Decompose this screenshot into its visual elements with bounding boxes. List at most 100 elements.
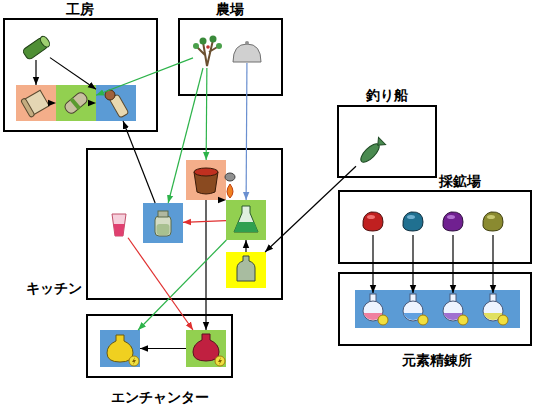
dome-knob <box>245 41 249 45</box>
potion-liquid <box>484 313 503 320</box>
box-title: 工房 <box>66 2 94 16</box>
enchanter-box: エンチャンター <box>86 314 233 378</box>
potion-node <box>479 293 507 325</box>
badge-disc <box>129 356 139 366</box>
farm-box: 農場 <box>178 18 283 96</box>
potion-node <box>439 293 467 325</box>
glass-body <box>112 214 126 236</box>
ore-lump <box>483 212 503 231</box>
connector-arrow <box>452 235 453 293</box>
orb-scroll-illustration <box>105 90 129 118</box>
scroll-illustration <box>63 90 90 115</box>
refinery-box: 元素精錬所 <box>338 272 532 346</box>
box-title: 採鉱場 <box>439 174 481 188</box>
stone-symbol <box>225 173 235 181</box>
herb-leaf <box>200 38 207 45</box>
ore-shine <box>447 215 455 219</box>
connector-arrow <box>206 68 208 160</box>
item-square <box>226 252 266 288</box>
connector-arrow <box>412 235 413 293</box>
dome-node <box>232 41 262 63</box>
badge-disc <box>458 315 468 325</box>
badge-disc <box>498 315 508 325</box>
potion-bulb <box>363 301 383 321</box>
connector-arrow <box>183 221 226 223</box>
parchment-roll <box>21 98 35 118</box>
connector-arrow <box>140 348 186 349</box>
item-band <box>355 290 520 328</box>
ore-illustration <box>483 212 503 231</box>
jar-illustration <box>155 211 171 236</box>
potion-illustration <box>363 294 388 325</box>
herb-leaf <box>216 43 222 49</box>
flame-symbol <box>227 184 233 198</box>
connector-arrow <box>35 60 36 85</box>
flask-body <box>234 206 258 232</box>
workshop-box: 工房 <box>3 18 158 132</box>
item-square <box>56 85 96 121</box>
potion-bulb <box>483 301 503 321</box>
box-title: 元素精錬所 <box>402 353 472 367</box>
item-square <box>16 85 56 121</box>
log-illustration <box>22 35 51 61</box>
connector-arrow <box>138 240 226 330</box>
fish-illustration <box>358 137 386 165</box>
ore-lump <box>363 212 383 231</box>
pot-body <box>194 172 218 194</box>
herb-leaf <box>210 36 217 43</box>
potion-illustration <box>403 294 428 325</box>
potion-neck <box>450 294 456 302</box>
badge-disc <box>378 315 388 325</box>
potion-liquid <box>444 313 463 320</box>
box-title: 釣り船 <box>366 88 408 102</box>
flask-illustration <box>234 206 258 232</box>
box-title: キッチン <box>26 281 82 295</box>
herb-berry <box>206 45 210 49</box>
connector-arrow <box>123 121 155 203</box>
connector-arrow <box>50 58 96 90</box>
herb-node <box>193 37 221 68</box>
red-potion-illustration <box>193 334 219 361</box>
parchment-illustration <box>21 89 50 117</box>
yellow-potion-illustration <box>107 335 133 362</box>
badge-disc <box>418 315 428 325</box>
ore-shine <box>367 215 375 219</box>
fish-node <box>356 139 384 167</box>
connector-arrow <box>246 63 248 200</box>
jar-lid <box>158 211 168 217</box>
boat-box: 釣り船 <box>337 105 437 178</box>
pot-illustration <box>194 168 218 194</box>
scroll-body <box>63 91 89 116</box>
badge-bolt <box>218 357 222 365</box>
fish-tail <box>374 137 385 148</box>
ore-node <box>440 209 466 235</box>
potion-illustration <box>443 294 468 325</box>
item-square <box>186 160 226 200</box>
connector-arrow <box>245 240 246 252</box>
dome-illustration <box>233 41 261 62</box>
jar-body <box>155 216 171 236</box>
ore-illustration <box>443 212 463 231</box>
item-square <box>226 200 266 240</box>
item-square <box>100 330 140 367</box>
connector-arrow <box>205 200 206 330</box>
glass-illustration <box>112 214 126 236</box>
parchment-sheet <box>23 90 49 116</box>
orb-scroll-roll <box>109 94 129 118</box>
item-square <box>143 203 183 243</box>
ore-node <box>360 209 386 235</box>
box-title: エンチャンター <box>111 390 209 404</box>
connector-arrow <box>372 235 373 293</box>
potion-neck <box>490 294 496 302</box>
herb-stems <box>196 40 219 66</box>
item-square <box>186 330 226 367</box>
orb-ball <box>105 90 115 100</box>
box-title: 農場 <box>216 2 244 16</box>
fish-body <box>358 141 382 165</box>
potion-illustration <box>483 294 508 325</box>
energy-badge <box>215 356 225 366</box>
glass-liquid <box>114 224 125 236</box>
herb-leaf <box>193 43 199 49</box>
